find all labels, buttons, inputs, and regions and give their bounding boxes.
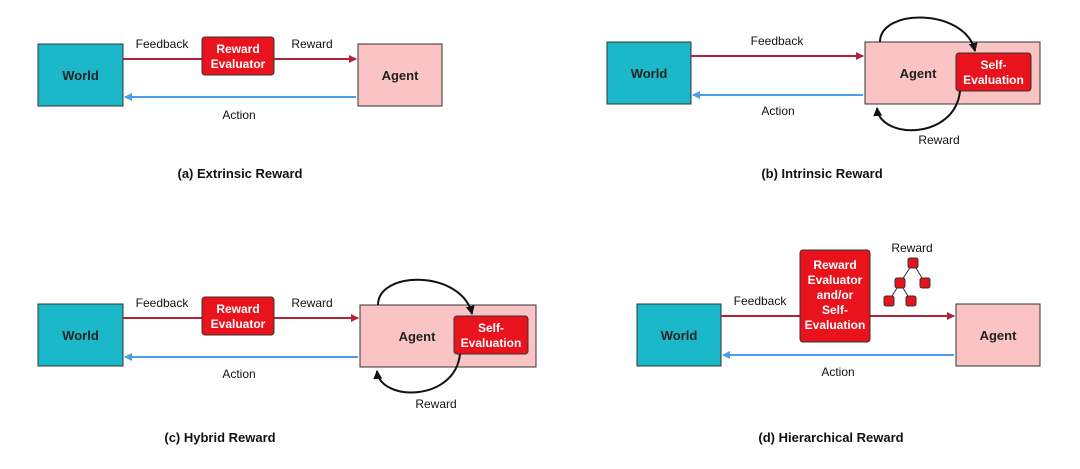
agent-box [357, 43, 443, 107]
hierarchical-evaluator-label-3: and/or [817, 288, 854, 302]
caption-b: (b) Intrinsic Reward [761, 166, 882, 181]
hierarchical-evaluator-label-2: Evaluator [808, 273, 863, 287]
reward-evaluator-box [201, 296, 275, 336]
reward-tree-icon [883, 257, 931, 307]
self-evaluation-box [453, 315, 529, 355]
action-label: Action [821, 365, 854, 379]
self-evaluation-curve [377, 278, 475, 315]
reward-label: Reward [291, 296, 332, 310]
caption-a: (a) Extrinsic Reward [178, 166, 303, 181]
hierarchical-evaluator-label-5: Evaluation [805, 318, 866, 332]
action-label: Action [761, 104, 794, 118]
world-label: World [661, 328, 698, 343]
panel-intrinsic: World Agent Self- Evaluation Feedback Ac… [606, 16, 1041, 181]
reward-label: Reward [291, 37, 332, 51]
action-label: Action [222, 108, 255, 122]
feedback-label: Feedback [136, 37, 190, 51]
world-label: World [62, 328, 99, 343]
world-box [37, 43, 124, 107]
agent-label: Agent [399, 329, 437, 344]
action-label: Action [222, 367, 255, 381]
self-evaluation-label-1: Self- [478, 321, 504, 335]
panel-hybrid: World Agent Self- Evaluation Reward Eval… [37, 278, 537, 445]
panel-extrinsic: World Agent Reward Evaluator Feedback Re… [37, 36, 443, 181]
world-label: World [631, 66, 668, 81]
reward-loop-label: Reward [415, 397, 456, 411]
reward-evaluator-label-2: Evaluator [211, 57, 266, 71]
reward-evaluator-label-2: Evaluator [211, 317, 266, 331]
reward-evaluator-box [201, 36, 275, 76]
world-box [636, 303, 722, 367]
feedback-label: Feedback [751, 34, 805, 48]
caption-d: (d) Hierarchical Reward [758, 430, 903, 445]
world-box [606, 41, 692, 105]
reward-evaluator-label-1: Reward [216, 302, 259, 316]
caption-c: (c) Hybrid Reward [164, 430, 275, 445]
reward-label: Reward [918, 133, 959, 147]
self-evaluation-box [955, 52, 1032, 92]
world-label: World [62, 68, 99, 83]
agent-label: Agent [900, 66, 938, 81]
self-evaluation-label-1: Self- [980, 58, 1006, 72]
hierarchical-evaluator-label-4: Self- [822, 303, 848, 317]
reward-loop-curve [873, 90, 961, 132]
feedback-label: Feedback [734, 294, 788, 308]
feedback-label: Feedback [136, 296, 190, 310]
agent-label: Agent [980, 328, 1018, 343]
agent-box [955, 303, 1041, 367]
self-evaluation-label-2: Evaluation [461, 336, 522, 350]
self-evaluation-curve [879, 16, 978, 52]
world-box [37, 303, 124, 367]
agent-label: Agent [382, 68, 420, 83]
hierarchical-evaluator-label-1: Reward [813, 258, 856, 272]
reward-label: Reward [891, 241, 932, 255]
reward-evaluator-label-1: Reward [216, 42, 259, 56]
panel-hierarchical: World Agent Reward Evaluator and/or Self… [636, 241, 1041, 445]
self-evaluation-label-2: Evaluation [963, 73, 1024, 87]
reward-loop-curve [373, 353, 461, 394]
hierarchical-evaluator-box [799, 249, 871, 343]
